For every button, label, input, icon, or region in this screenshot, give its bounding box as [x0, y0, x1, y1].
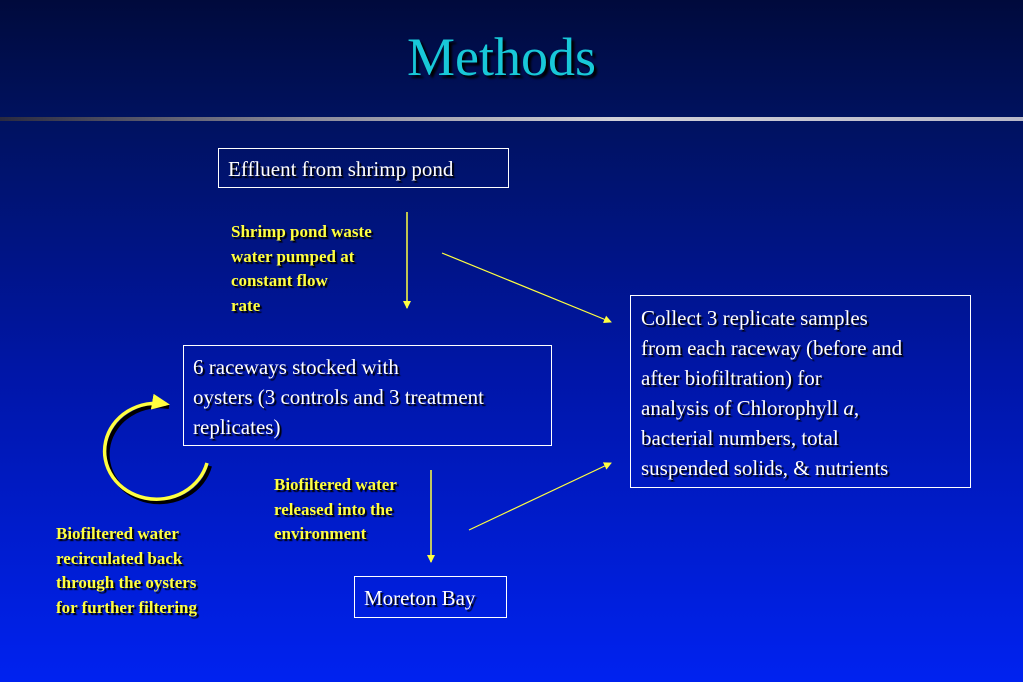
to-sampling-arrow: [441, 252, 612, 324]
moreton-bay-box: Moreton Bay: [354, 576, 507, 618]
recirculation-arrow-stroke: [102, 393, 209, 501]
collect-text-part2: , bacterial numbers, total suspended sol…: [641, 396, 889, 480]
chlorophyll-a-italic: a: [843, 396, 854, 420]
from-bay-to-sampling-arrow: [468, 462, 612, 531]
released-label: Biofiltered water released into the envi…: [274, 475, 397, 543]
raceways-box: 6 raceways stocked with oysters (3 contr…: [183, 345, 552, 446]
collect-text-part1: Collect 3 replicate samples from each ra…: [641, 306, 903, 420]
collect-samples-box: Collect 3 replicate samples from each ra…: [630, 295, 971, 488]
title-divider: [0, 117, 1023, 121]
pumped-label: Shrimp pond waste water pumped at consta…: [231, 222, 372, 315]
slide-title: Methods: [407, 27, 596, 87]
recirculated-label: Biofiltered water recirculated back thro…: [56, 524, 197, 617]
effluent-box: Effluent from shrimp pond: [218, 148, 509, 188]
